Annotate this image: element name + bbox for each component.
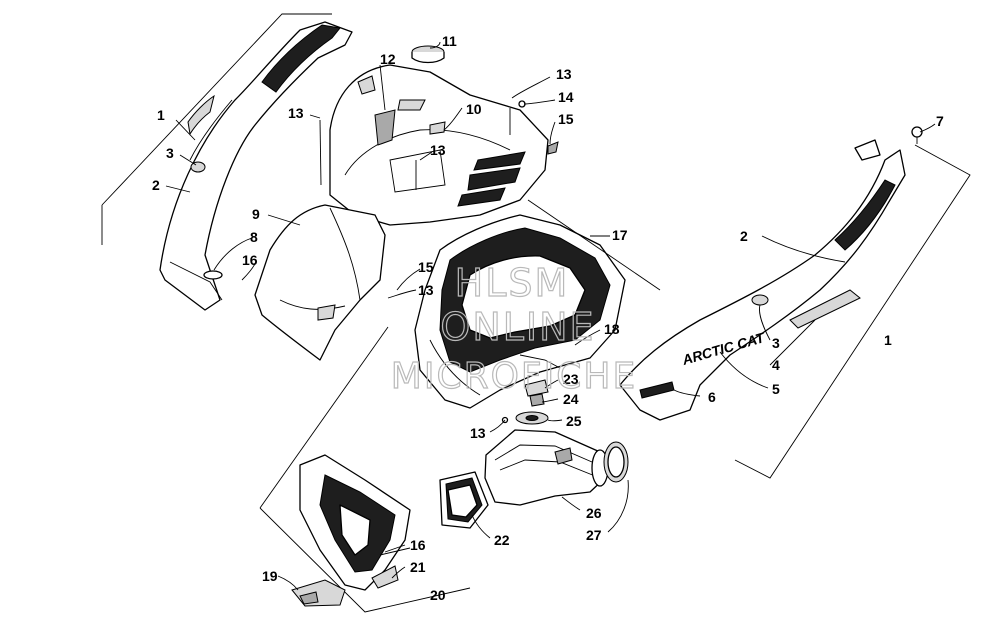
left-side-panel xyxy=(159,21,353,311)
callout-13-e: 13 xyxy=(470,425,486,441)
front-fascia xyxy=(254,204,386,361)
callout-3-left: 3 xyxy=(166,145,174,161)
callout-9: 9 xyxy=(252,206,260,222)
center-hood-assembly xyxy=(319,45,559,226)
leader-lines xyxy=(165,41,936,591)
air-box xyxy=(414,214,626,409)
callout-14: 14 xyxy=(558,89,574,105)
callout-16-lower: 16 xyxy=(410,537,426,553)
right-side-panel-bracket xyxy=(734,144,971,479)
watermark-line-3: MICROFICHE xyxy=(391,356,637,397)
watermark-line-2: ONLINE xyxy=(440,305,595,349)
callout-1-left: 1 xyxy=(157,107,165,123)
callout-5: 5 xyxy=(772,381,780,397)
callout-17: 17 xyxy=(612,227,628,243)
callout-26: 26 xyxy=(586,505,602,521)
callout-10: 10 xyxy=(466,101,482,117)
callout-25: 25 xyxy=(566,413,582,429)
center-bracket xyxy=(259,199,661,509)
callout-27: 27 xyxy=(586,527,602,543)
callout-20: 20 xyxy=(430,587,446,603)
callout-24: 24 xyxy=(563,391,579,407)
callout-21: 21 xyxy=(410,559,426,575)
watermark-line-1: HLSM xyxy=(455,261,570,305)
callout-22: 22 xyxy=(494,532,510,548)
callout-15-lower: 15 xyxy=(418,259,434,275)
watermark: HLSM ONLINE MICROFICHE xyxy=(390,260,637,397)
callout-12: 12 xyxy=(380,51,396,67)
callout-16-upper: 16 xyxy=(242,252,258,268)
callout-4: 4 xyxy=(772,357,780,373)
callout-13-a: 13 xyxy=(288,105,304,121)
callout-3-right: 3 xyxy=(772,335,780,351)
callout-labels: 1 3 2 8 16 9 12 11 13 13 10 13 14 15 13 … xyxy=(152,33,944,603)
callout-13-d: 13 xyxy=(418,282,434,298)
callout-2-right: 2 xyxy=(740,228,748,244)
callout-7: 7 xyxy=(936,113,944,129)
callout-6: 6 xyxy=(708,389,716,405)
callout-18: 18 xyxy=(604,321,620,337)
callout-8: 8 xyxy=(250,229,258,245)
callout-2-left: 2 xyxy=(152,177,160,193)
front-grille-bracket xyxy=(259,507,471,613)
callout-15-upper: 15 xyxy=(558,111,574,127)
callout-23: 23 xyxy=(563,371,579,387)
right-side-panel: ARCTIC CAT xyxy=(619,126,923,421)
callout-13-c: 13 xyxy=(556,66,572,82)
air-intake-duct xyxy=(439,429,629,529)
callout-13-b: 13 xyxy=(430,142,446,158)
callout-11: 11 xyxy=(442,33,457,49)
callout-1-right: 1 xyxy=(884,332,892,348)
callout-19: 19 xyxy=(262,568,278,584)
front-grille xyxy=(291,454,411,607)
left-side-panel-bracket xyxy=(101,13,332,245)
